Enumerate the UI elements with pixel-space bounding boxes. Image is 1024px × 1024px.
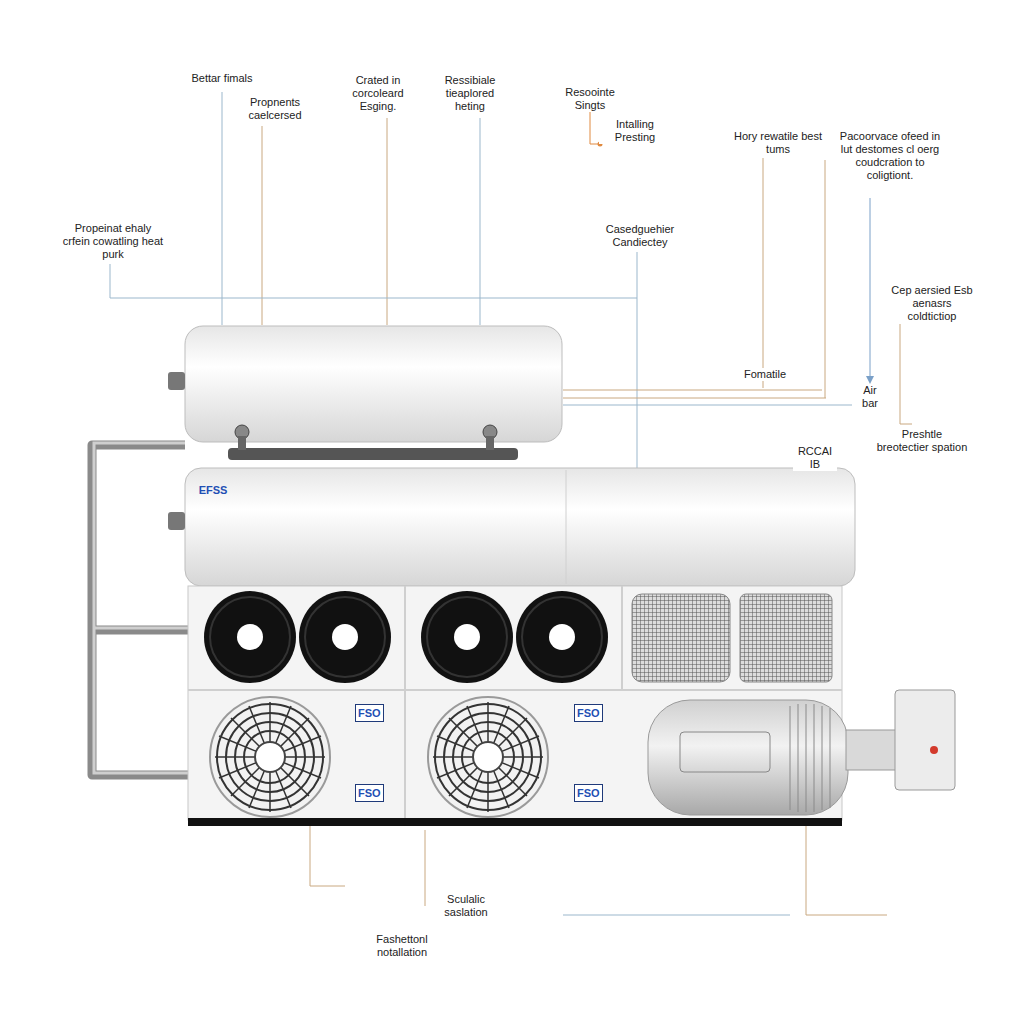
valve-stem xyxy=(238,436,246,450)
motor-plate xyxy=(680,732,770,772)
upper-tank xyxy=(185,326,562,442)
grille-panel xyxy=(740,594,832,682)
fan-grille xyxy=(210,697,330,817)
leader-lines xyxy=(110,92,912,915)
lower-tank xyxy=(185,468,855,586)
fan xyxy=(421,591,513,683)
model-badge: FSO xyxy=(355,784,384,802)
callout-label: Propnents caelcersed xyxy=(239,96,311,122)
model-badge: FSO xyxy=(355,704,384,722)
fan-grille xyxy=(428,697,548,817)
model-badge: FSO xyxy=(574,784,603,802)
base xyxy=(188,818,842,826)
tank-connector xyxy=(228,448,518,460)
arrowhead xyxy=(866,376,874,384)
fan xyxy=(516,591,608,683)
callout-label: Air bar xyxy=(854,384,886,410)
callout-label: Ressibiale tieaplored heting xyxy=(429,74,511,113)
callout-label: Fomatile xyxy=(729,368,801,381)
callout-label: Preshtle breotectier spation xyxy=(875,428,969,454)
indicator-dot xyxy=(930,746,938,754)
motor-fins xyxy=(790,704,830,812)
callout-label: Intalling Presting xyxy=(599,118,671,144)
callout-label: Crated in corcoleard Esging. xyxy=(337,74,419,113)
motor-shaft xyxy=(846,730,896,770)
callout-label: Casedguehier Candiectey xyxy=(588,223,692,249)
valve-stem xyxy=(486,436,494,450)
tank-port xyxy=(168,372,185,390)
fan xyxy=(299,591,391,683)
brand-badge: EFSS xyxy=(190,483,236,497)
grille-panel xyxy=(632,594,730,682)
motor xyxy=(648,700,848,815)
fan xyxy=(204,591,296,683)
callout-label: RCCAI IB xyxy=(793,445,837,471)
callout-label: Bettar fimals xyxy=(177,72,267,85)
pipes xyxy=(92,445,188,775)
terminal-box xyxy=(895,690,955,790)
pipe-highlights xyxy=(94,443,188,773)
callout-label: Sculalic saslation xyxy=(429,893,503,919)
callout-label: Propeinat ehaly crfein cowatling heat pu… xyxy=(61,222,165,261)
callout-label: Cep aersied Esb aenasrs coldtictiop xyxy=(886,284,978,323)
callout-label: Fashettonl notallation xyxy=(355,933,449,959)
callout-label: Hory rewatile best tums xyxy=(730,130,826,156)
tank-seam xyxy=(566,470,567,584)
callout-label: Resoointe Singts xyxy=(554,86,626,112)
model-badge: FSO xyxy=(574,704,603,722)
callout-label: Pacoorvace ofeed in lut destomes cl oerg… xyxy=(834,130,946,182)
tank-port xyxy=(168,512,185,530)
